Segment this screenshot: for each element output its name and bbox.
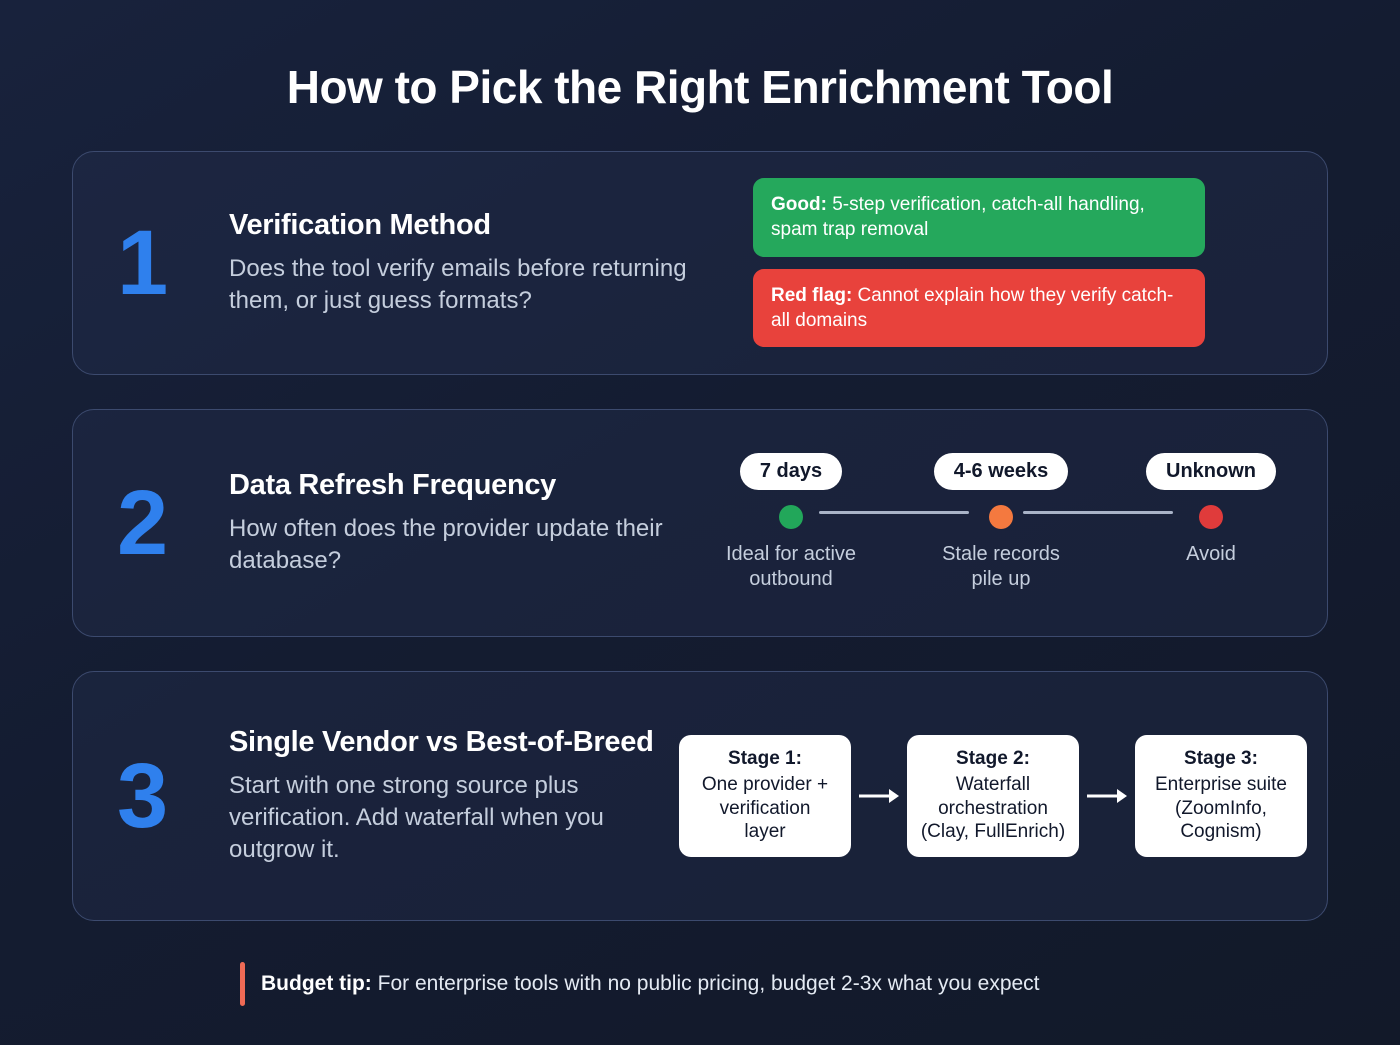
stage-2-label: Stage 2:	[956, 748, 1030, 770]
card-3-body: Single Vendor vs Best-of-Breed Start wit…	[221, 725, 671, 866]
tip-label: Budget tip:	[261, 972, 372, 996]
badge-good-text: 5-step verification, catch-all handling,…	[771, 194, 1145, 241]
page-title: How to Pick the Right Enrichment Tool	[286, 61, 1114, 113]
stage-2-text: Waterfall orchestration (Clay, FullEnric…	[920, 773, 1066, 843]
badge-good-label: Good:	[771, 194, 827, 216]
badge-red-flag-text: Cannot explain how they verify catch-all…	[771, 284, 1174, 331]
card-2-description: How often does the provider update their…	[229, 515, 663, 575]
badge-red-flag-label: Red flag:	[771, 284, 853, 306]
card-2-aside: 7 days Ideal for active outbound 4-6 wee…	[691, 452, 1301, 593]
stage-1-label: Stage 1:	[728, 748, 802, 770]
timeline-pill-1: 7 days	[739, 452, 843, 490]
badge-red-flag: Red flag: Cannot explain how they verify…	[753, 268, 1205, 348]
timeline-dot-green-icon	[779, 504, 803, 529]
card-3-title: Single Vendor vs Best-of-Breed	[229, 726, 654, 759]
arrow-right-icon-2	[1079, 786, 1135, 806]
budget-tip: Budget tip: For enterprise tools with no…	[240, 962, 1040, 1006]
timeline-caption-2: Stale records pile up	[942, 542, 1060, 591]
card-1-description: Does the tool verify emails before retur…	[229, 255, 687, 315]
card-data-refresh-frequency: 2 Data Refresh Frequency How often does …	[72, 408, 1328, 637]
timeline-dot-orange-icon	[989, 504, 1013, 529]
verification-badges: Good: 5-step verification, catch-all han…	[753, 178, 1205, 348]
timeline-caption-3: Avoid	[1186, 542, 1236, 565]
card-1-body: Verification Method Does the tool verify…	[221, 208, 721, 317]
tip-text: Budget tip: For enterprise tools with no…	[261, 970, 1040, 997]
cards-container: 1 Verification Method Does the tool veri…	[0, 150, 1400, 921]
timeline-pill-2: 4-6 weeks	[933, 452, 1069, 490]
timeline-connector-2	[1023, 510, 1173, 514]
arrow-right-icon-1	[851, 786, 907, 806]
stage-3-text: Enterprise suite (ZoomInfo, Cognism)	[1154, 773, 1287, 843]
stage-box-1: Stage 1: One provider + verification lay…	[679, 734, 851, 857]
card-number-1: 1	[117, 211, 168, 314]
stage-3-label: Stage 3:	[1184, 748, 1258, 770]
tip-body: For enterprise tools with no public pric…	[371, 972, 1040, 996]
timeline-step-unknown: Unknown Avoid	[1121, 452, 1301, 568]
stage-flow: Stage 1: One provider + verification lay…	[679, 734, 1307, 857]
card-1-aside: Good: 5-step verification, catch-all han…	[721, 178, 1293, 348]
badge-good: Good: 5-step verification, catch-all han…	[753, 178, 1205, 257]
card-verification-method: 1 Verification Method Does the tool veri…	[72, 150, 1328, 375]
card-number-2: 2	[117, 471, 168, 574]
card-1-title: Verification Method	[229, 209, 491, 242]
card-3-aside: Stage 1: One provider + verification lay…	[671, 734, 1307, 857]
timeline-dot-red-icon	[1199, 504, 1223, 529]
stage-box-2: Stage 2: Waterfall orchestration (Clay, …	[907, 734, 1079, 857]
timeline-connector-1	[819, 510, 969, 514]
card-single-vendor-vs-best-of-breed: 3 Single Vendor vs Best-of-Breed Start w…	[72, 670, 1328, 921]
refresh-timeline: 7 days Ideal for active outbound 4-6 wee…	[701, 452, 1301, 593]
tip-accent-bar	[240, 962, 245, 1006]
stage-1-text: One provider + verification layer	[701, 773, 829, 843]
timeline-step-7-days: 7 days Ideal for active outbound	[701, 452, 881, 593]
timeline-step-4-6-weeks: 4-6 weeks Stale records pile up	[911, 452, 1091, 593]
timeline-caption-1: Ideal for active outbound	[725, 542, 857, 591]
card-2-title: Data Refresh Frequency	[229, 469, 557, 502]
timeline-pill-3: Unknown	[1146, 452, 1276, 490]
card-number-3: 3	[117, 744, 168, 847]
card-2-body: Data Refresh Frequency How often does th…	[221, 468, 691, 577]
card-3-description: Start with one strong source plus verifi…	[229, 772, 604, 864]
stage-box-3: Stage 3: Enterprise suite (ZoomInfo, Cog…	[1135, 734, 1307, 857]
